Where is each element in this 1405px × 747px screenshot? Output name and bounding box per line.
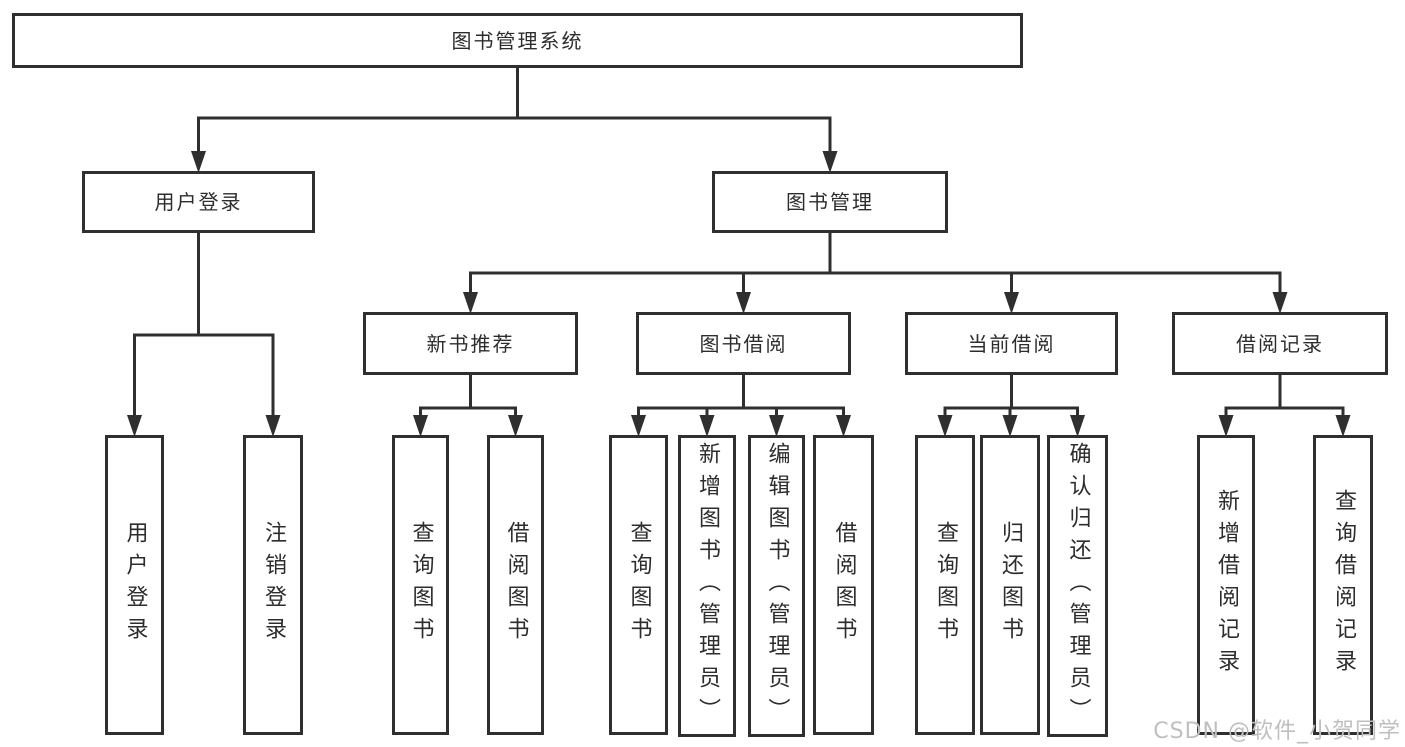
arrowhead-book-mgmt xyxy=(822,151,838,173)
arrowhead-leaf-rec-add xyxy=(1218,415,1234,437)
arrowhead-leaf-bb-query xyxy=(631,415,646,437)
node-borrow-records: 借阅记录 xyxy=(1172,312,1388,375)
arrowhead-leaf-bb-borrow xyxy=(836,415,851,437)
node-label: 图书管理 xyxy=(786,190,874,214)
arrowhead-new-books xyxy=(463,292,478,314)
node-leaf-cb-query: 查询图书 xyxy=(915,435,975,735)
node-leaf-nb-borrow: 借阅图书 xyxy=(487,435,544,735)
arrowhead-leaf-logout xyxy=(265,415,281,437)
node-label: 用户登录 xyxy=(122,521,148,649)
node-leaf-rec-add: 新增借阅记录 xyxy=(1197,435,1255,735)
node-label: 归还图书 xyxy=(998,521,1023,649)
node-user-login: 用户登录 xyxy=(82,171,315,233)
node-label: 确认归还（管理员） xyxy=(1065,442,1091,730)
arrowhead-borrow-records xyxy=(1272,292,1288,314)
node-leaf-bb-edit: 编辑图书（管理员） xyxy=(748,435,805,737)
node-book-borrow: 图书借阅 xyxy=(636,312,851,375)
arrowhead-user-login xyxy=(191,151,206,173)
arrowhead-leaf-bb-add xyxy=(699,415,715,437)
node-new-books: 新书推荐 xyxy=(363,312,578,375)
arrowhead-current-borrow xyxy=(1004,292,1019,314)
node-label: 借阅图书 xyxy=(831,521,857,649)
node-leaf-user-login: 用户登录 xyxy=(105,435,164,735)
node-current-borrow: 当前借阅 xyxy=(905,312,1118,375)
node-leaf-cb-confirm: 确认归还（管理员） xyxy=(1047,435,1108,737)
node-leaf-logout: 注销登录 xyxy=(243,435,303,735)
arrowhead-leaf-rec-query xyxy=(1335,415,1351,437)
node-leaf-bb-query: 查询图书 xyxy=(609,435,668,735)
node-label: 图书借阅 xyxy=(699,331,788,356)
node-label: 新书推荐 xyxy=(426,331,515,356)
node-leaf-cb-return: 归还图书 xyxy=(980,435,1040,735)
node-label: 新增图书（管理员） xyxy=(695,442,720,730)
node-label: 新增借阅记录 xyxy=(1214,489,1239,681)
node-label: 查询图书 xyxy=(626,521,652,649)
node-book-mgmt: 图书管理 xyxy=(712,171,948,233)
node-label: 当前借阅 xyxy=(967,331,1056,356)
node-label: 查询图书 xyxy=(408,521,434,649)
arrowhead-leaf-user-login xyxy=(127,415,142,437)
arrowhead-leaf-cb-return xyxy=(1002,415,1018,437)
node-label: 借阅图书 xyxy=(503,521,529,649)
arrowhead-leaf-cb-query xyxy=(937,415,953,437)
node-leaf-bb-borrow: 借阅图书 xyxy=(813,435,874,735)
node-label: 查询借阅记录 xyxy=(1331,489,1356,681)
arrowhead-leaf-nb-borrow xyxy=(508,415,523,437)
node-leaf-nb-query: 查询图书 xyxy=(392,435,449,735)
arrowhead-leaf-cb-confirm xyxy=(1070,415,1085,437)
node-label: 查询图书 xyxy=(933,521,958,649)
node-label: 注销登录 xyxy=(261,521,286,649)
node-label: 编辑图书（管理员） xyxy=(764,442,790,730)
arrowhead-leaf-nb-query xyxy=(413,415,428,437)
node-label: 用户登录 xyxy=(154,190,243,214)
arrowhead-book-borrow xyxy=(736,292,751,314)
node-leaf-rec-query: 查询借阅记录 xyxy=(1313,435,1373,735)
node-leaf-bb-add: 新增图书（管理员） xyxy=(678,435,736,737)
arrowhead-leaf-bb-edit xyxy=(769,415,784,437)
node-root: 图书管理系统 xyxy=(12,13,1023,68)
node-label: 借阅记录 xyxy=(1236,331,1324,356)
node-label: 图书管理系统 xyxy=(451,28,584,53)
